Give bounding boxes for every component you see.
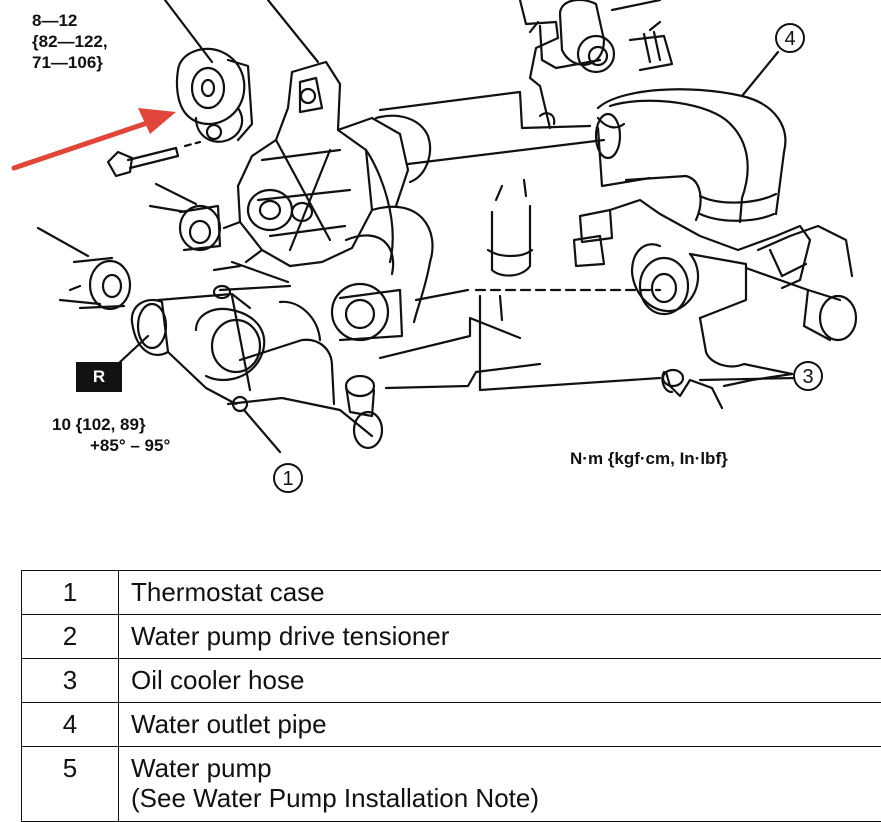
thermostat-case-drawing bbox=[130, 260, 384, 450]
part-name: Water pump drive tensioner bbox=[118, 614, 881, 659]
water-outlet-pipe-drawing bbox=[594, 88, 787, 224]
leader-line bbox=[163, 0, 214, 64]
torque-spec-bottom: 10 {102, 89} +85° – 95° bbox=[52, 414, 170, 456]
leader-line bbox=[266, 0, 320, 64]
part-number: 1 bbox=[21, 570, 119, 615]
table-row: 1 Thermostat case bbox=[21, 570, 881, 615]
callout-label-4: 4 bbox=[784, 28, 795, 50]
part-note: (See Water Pump Installation Note) bbox=[131, 783, 539, 813]
callout-circle-4 bbox=[775, 23, 805, 53]
part-name: Water outlet pipe bbox=[118, 702, 881, 747]
torque-top-line: {82—122, bbox=[32, 32, 108, 51]
oring-drawing bbox=[148, 182, 222, 252]
part-number: 2 bbox=[21, 614, 119, 659]
red-arrow bbox=[11, 108, 176, 171]
units-legend: N·m {kgf·cm, In·lbf} bbox=[570, 449, 728, 468]
part-number: 5 bbox=[21, 746, 119, 822]
torque-spec-top: 8—12 {82—122, 71—106} bbox=[32, 10, 108, 73]
part-name-cell: Water pump(See Water Pump Installation N… bbox=[118, 746, 881, 822]
parts-table: 1 Thermostat case 2 Water pump drive ten… bbox=[21, 570, 881, 822]
exploded-parts-diagram: 4 3 1 bbox=[11, 0, 858, 493]
replace-badge: R bbox=[76, 362, 122, 392]
leader-line bbox=[118, 334, 150, 364]
torque-bottom-value: 10 {102, 89} bbox=[52, 415, 146, 434]
torque-bottom-angle: +85° – 95° bbox=[90, 436, 171, 455]
hose-drawing bbox=[278, 178, 662, 390]
oil-cooler-drawing bbox=[478, 198, 858, 410]
torque-top-line: 71—106} bbox=[32, 53, 103, 72]
leader-line bbox=[406, 138, 606, 166]
callout-circle-3 bbox=[793, 361, 823, 391]
leader-line bbox=[242, 408, 282, 454]
part-number: 3 bbox=[21, 658, 119, 703]
callout-label-1: 1 bbox=[282, 468, 293, 490]
table-row: 2 Water pump drive tensioner bbox=[21, 614, 881, 659]
table-row: 3 Oil cooler hose bbox=[21, 658, 881, 703]
bolt-drawing bbox=[106, 140, 202, 178]
leader-line bbox=[698, 376, 798, 382]
pipe-ring-drawing bbox=[36, 226, 132, 311]
part-name: Oil cooler hose bbox=[118, 658, 881, 703]
torque-top-line: 8—12 bbox=[32, 11, 78, 30]
bracket-drawing bbox=[518, 0, 674, 130]
callout-label-3: 3 bbox=[802, 366, 813, 388]
callout-circle-1 bbox=[273, 463, 303, 493]
part-name: Thermostat case bbox=[118, 570, 881, 615]
part-name: Water pump bbox=[131, 753, 272, 783]
water-pump-drawing bbox=[222, 60, 432, 268]
table-row: 5 Water pump(See Water Pump Installation… bbox=[21, 746, 881, 822]
part-number: 4 bbox=[21, 702, 119, 747]
leader-line bbox=[740, 50, 780, 98]
drive-tensioner-drawing bbox=[175, 47, 254, 143]
table-row: 4 Water outlet pipe bbox=[21, 702, 881, 747]
